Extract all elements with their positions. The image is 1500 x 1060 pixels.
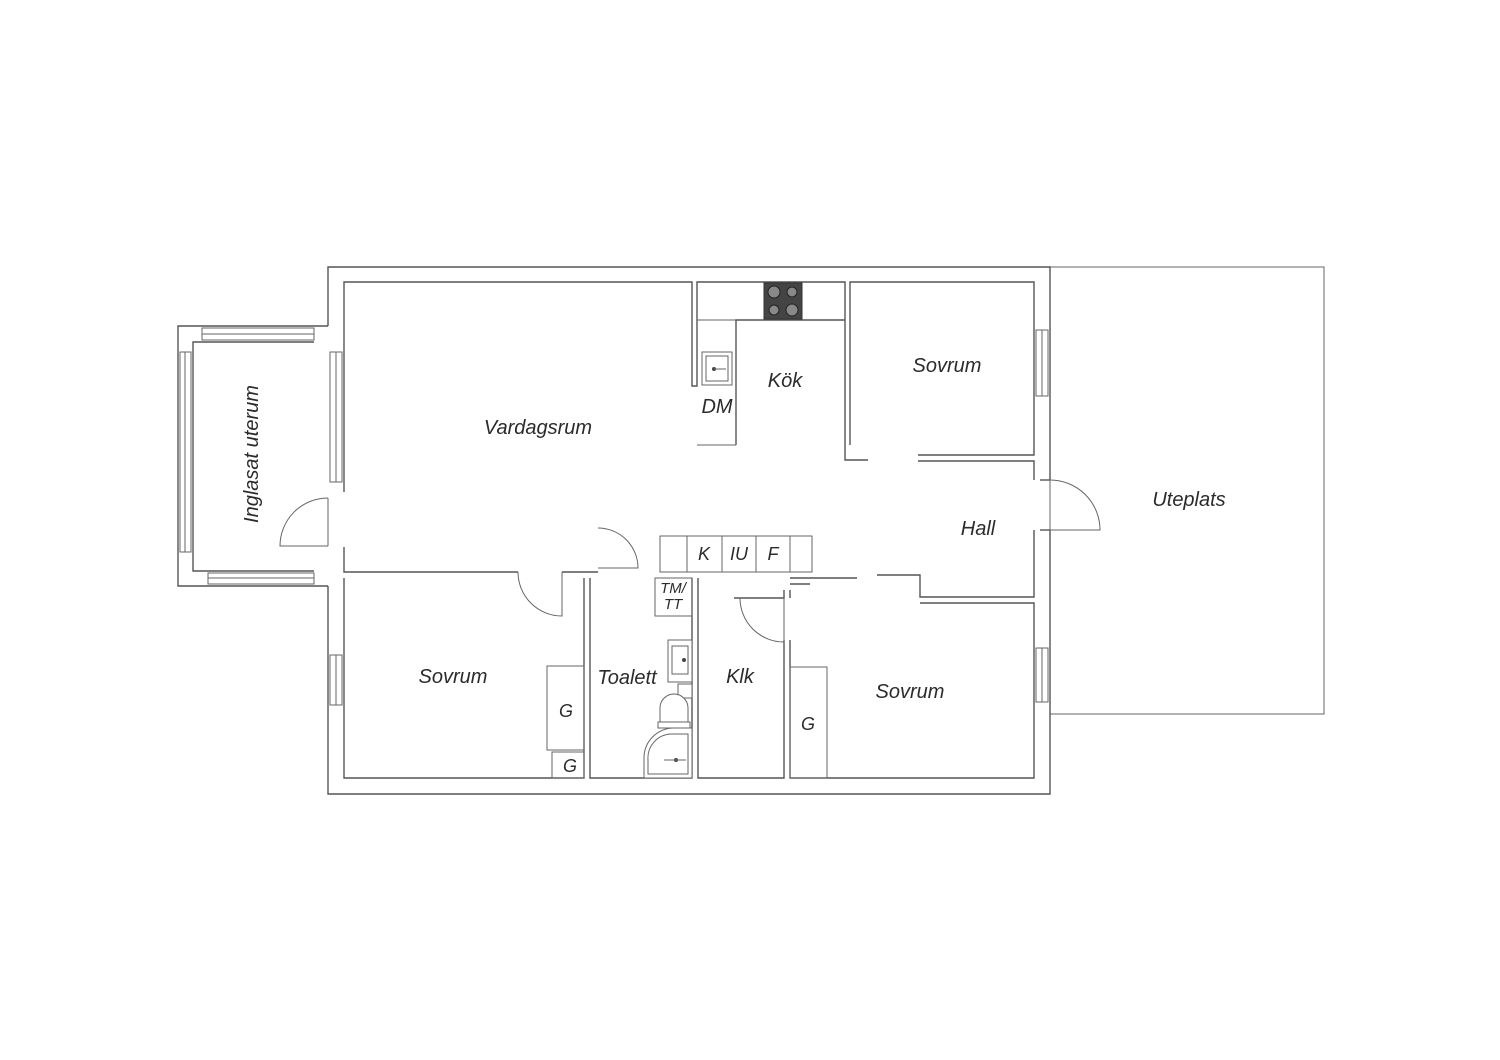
room-label-hall: Hall	[961, 518, 996, 540]
closet-label-iu: IU	[730, 544, 749, 564]
wardrobe-left	[546, 665, 585, 779]
door-swing-icon	[517, 571, 563, 617]
room-label-uteplats: Uteplats	[1152, 489, 1225, 511]
closet-label-g-left-lower: G	[563, 756, 577, 776]
closet-label-k: K	[698, 544, 711, 564]
stove-icon	[763, 282, 803, 320]
closet-label-g-left-upper: G	[559, 701, 573, 721]
wardrobe-right	[789, 666, 828, 779]
label-tt: TT	[664, 596, 684, 613]
toilet-icon	[657, 683, 693, 729]
kitchen-counter	[697, 319, 845, 446]
sink-icon	[701, 351, 733, 386]
room-label-dm: DM	[701, 396, 732, 418]
label-tm: TM/	[660, 580, 688, 597]
inglasat-uterum-room	[177, 325, 328, 587]
room-label-sovrum-right: Sovrum	[876, 681, 945, 703]
room-label-toalett: Toalett	[597, 667, 658, 689]
room-label-sovrum-top: Sovrum	[913, 355, 982, 377]
room-label-klk: Klk	[726, 666, 755, 688]
door-swing-icon	[1049, 479, 1101, 531]
washbasin-icon	[667, 639, 693, 683]
room-label-kok: Kök	[768, 370, 803, 392]
door-swing-icon	[739, 597, 785, 643]
laundry-unit	[654, 577, 693, 617]
door-swing-icon	[597, 527, 639, 569]
closet-label-g-right: G	[801, 714, 815, 734]
room-label-vardagsrum: Vardagsrum	[484, 417, 592, 439]
outer-walls	[327, 266, 1051, 795]
shower-icon	[643, 727, 693, 779]
hall-closets	[659, 535, 813, 573]
door-swing-icon	[279, 497, 329, 547]
closet-label-f: F	[768, 544, 780, 564]
room-label-sovrum-left: Sovrum	[419, 666, 488, 688]
room-label-inglasat-uterum: Inglasat uterum	[241, 385, 263, 523]
